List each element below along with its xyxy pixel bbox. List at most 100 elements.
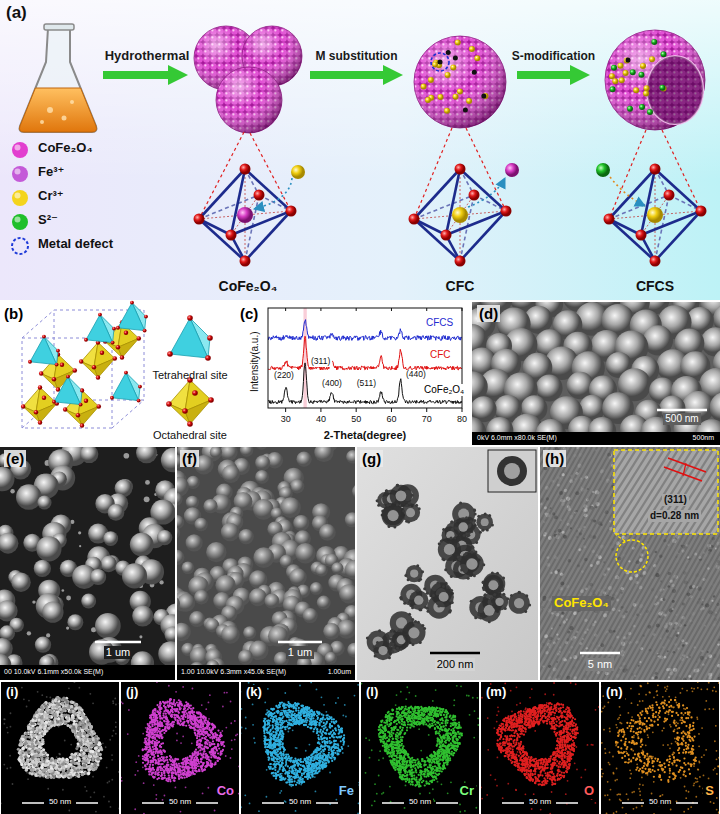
cr-dopant	[643, 91, 649, 97]
cr-dopant	[623, 70, 629, 76]
particle-shell-grain	[399, 648, 402, 651]
sem-sphere	[253, 499, 274, 520]
oxygen-atom	[116, 345, 120, 349]
particle-shell-grain	[502, 576, 505, 579]
sem-sphere	[0, 467, 14, 491]
cr-dopant	[633, 87, 639, 93]
particle-shell-grain	[421, 570, 424, 573]
particle-shell-grain	[411, 606, 414, 609]
sem-sphere	[315, 564, 327, 576]
oxygen-atom	[664, 190, 675, 201]
xrd-curve	[268, 336, 462, 370]
sem-sphere	[472, 417, 486, 432]
panel-d-sem	[454, 279, 720, 452]
octahedron-edge	[231, 169, 245, 235]
tick-mark	[462, 408, 463, 412]
particle-shell-grain	[387, 637, 390, 640]
particle-shell-grain	[459, 501, 462, 504]
hollow-particle	[491, 593, 508, 610]
oxygen-atom	[120, 355, 124, 359]
sem-sphere	[190, 662, 204, 665]
particle-shell-grain	[444, 568, 447, 571]
sem-sphere	[238, 650, 253, 665]
sem-sphere	[264, 594, 279, 609]
octahedron-edge	[460, 169, 506, 211]
cfc-sphere	[414, 36, 506, 128]
particle-shell-grain	[393, 526, 396, 529]
particle-shell-grain	[440, 540, 443, 543]
cr-dopant	[619, 77, 625, 83]
octahedron-edge	[199, 219, 245, 261]
cr-dopant	[612, 78, 618, 84]
particle-shell-grain	[385, 489, 388, 492]
unit-cell-edge	[112, 338, 113, 428]
info-strip	[0, 665, 175, 680]
particle-shell-grain	[451, 520, 454, 523]
tick-mark	[391, 308, 392, 311]
octahedron-edge	[414, 219, 460, 261]
flask-lip	[44, 24, 74, 30]
particle-shell-grain	[453, 520, 456, 523]
hollow-particle	[402, 621, 425, 644]
oxygen-atom	[226, 230, 237, 241]
particle-shell-grain	[510, 594, 513, 597]
sem-sphere	[108, 504, 125, 521]
particle-shell-grain	[376, 499, 379, 502]
particle-shell-grain	[460, 569, 463, 572]
metal-defect	[446, 50, 451, 55]
info-strip	[177, 665, 355, 680]
particle-shell-grain	[412, 643, 415, 646]
oxygen-atom	[143, 329, 147, 333]
process-arrow	[103, 71, 168, 79]
sem-sphere	[339, 584, 355, 603]
particle-shell-grain	[483, 594, 486, 597]
octahedron-edge	[641, 169, 655, 235]
oxygen-atom	[208, 397, 214, 403]
metal-defect	[481, 94, 486, 99]
particle-shell-grain	[474, 616, 477, 619]
cr-dopant	[444, 108, 450, 114]
hollow-particle	[373, 641, 392, 660]
particle-shell-grain	[486, 528, 489, 531]
particle-shell-grain	[404, 574, 407, 577]
particle-shell-grain	[518, 591, 521, 594]
particle-shell-grain	[484, 593, 487, 596]
info-strip	[472, 432, 720, 445]
particle-shell-grain	[385, 490, 388, 493]
oxygen-atom	[111, 341, 115, 345]
sulfur-dopant	[611, 65, 617, 71]
nanosphere	[216, 67, 282, 133]
particle-shell-grain	[482, 563, 485, 566]
scale-bar	[657, 409, 707, 412]
map-background	[1, 682, 119, 814]
sem-sphere	[177, 526, 180, 539]
sem-sphere	[42, 601, 63, 622]
nanosphere	[414, 36, 506, 128]
panel-e-sem	[0, 440, 187, 680]
oxygen-atom	[124, 331, 128, 335]
scale-bar	[278, 641, 322, 644]
oxygen-atom	[441, 230, 452, 241]
sem-sphere	[189, 611, 205, 627]
particle-shell-grain	[400, 596, 403, 599]
cfc-octahedron	[409, 128, 520, 267]
debris	[66, 596, 71, 601]
oxygen-atom	[60, 363, 64, 367]
debris	[139, 635, 142, 638]
debris	[124, 453, 130, 459]
sphere-shading	[605, 30, 705, 130]
tetrahedron-face	[54, 377, 81, 405]
particle-shell-grain	[477, 613, 480, 616]
particle-shell-grain	[502, 593, 505, 596]
oxygen-atom	[21, 404, 25, 408]
oxygen-atom	[112, 327, 116, 331]
particle-shell-grain	[411, 618, 414, 621]
particle-shell-grain	[427, 610, 430, 613]
sem-background	[177, 447, 355, 680]
oxygen-atom	[79, 359, 83, 363]
bubble	[62, 116, 67, 121]
octahedron-edge	[446, 169, 460, 235]
tick-mark	[462, 308, 463, 311]
metal-defect	[453, 56, 458, 61]
debris	[144, 496, 150, 502]
